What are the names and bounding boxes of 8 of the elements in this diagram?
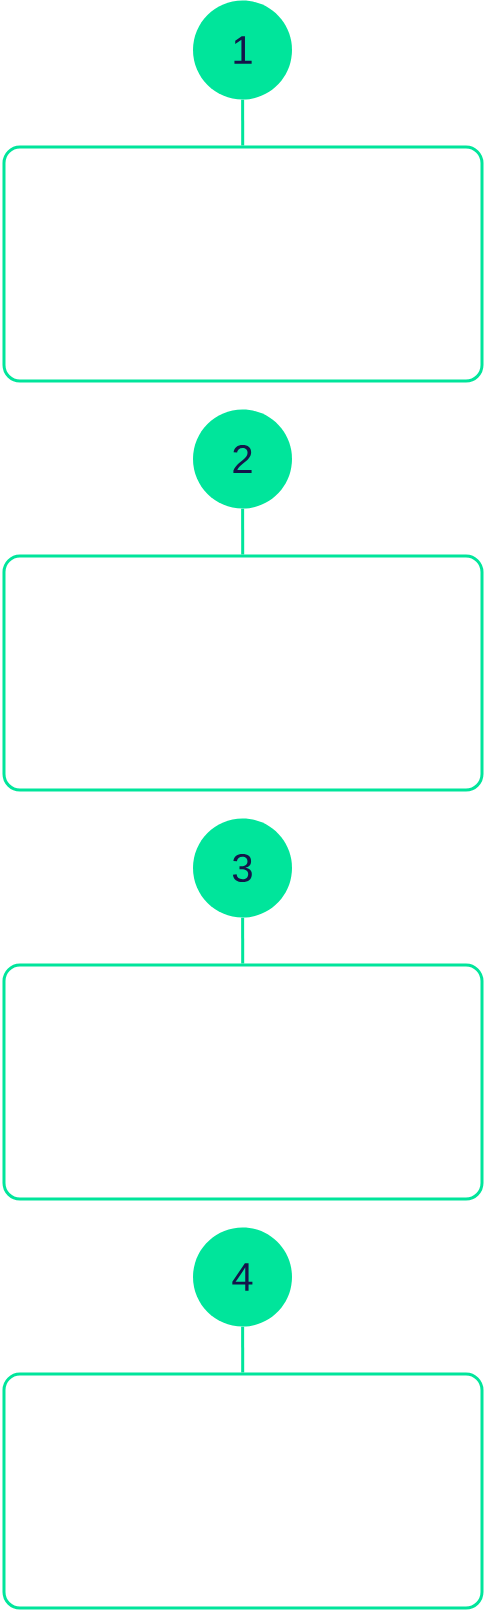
content-box bbox=[2, 1372, 484, 1610]
connector-line bbox=[241, 1326, 245, 1373]
content-box bbox=[2, 963, 484, 1201]
content-box bbox=[2, 554, 484, 792]
connector-line bbox=[241, 99, 245, 146]
content-box bbox=[2, 145, 484, 383]
connector-line bbox=[241, 508, 245, 555]
connector-line bbox=[241, 917, 245, 964]
